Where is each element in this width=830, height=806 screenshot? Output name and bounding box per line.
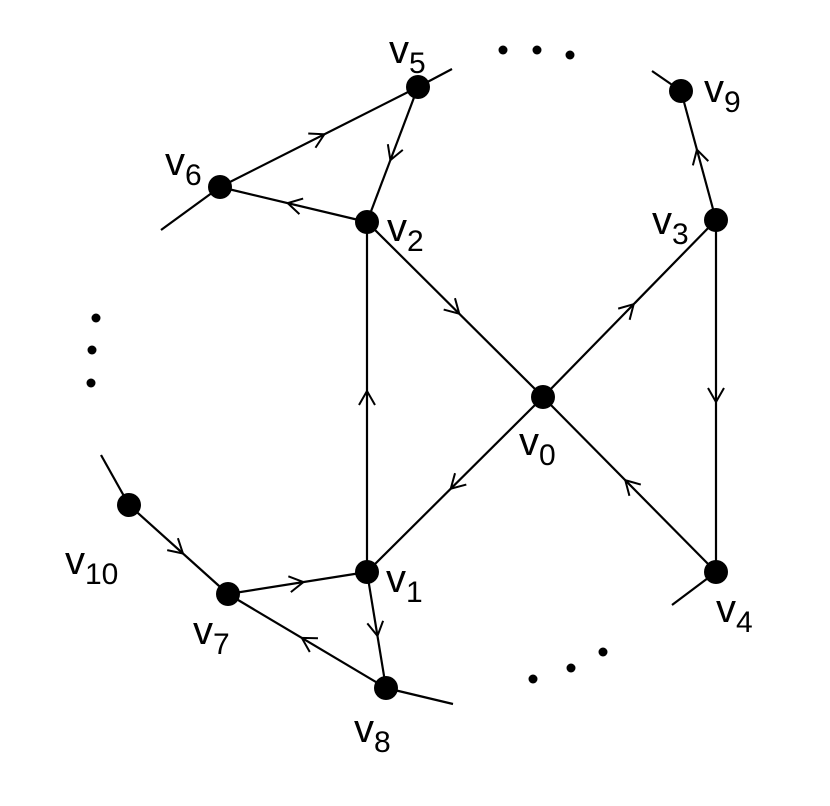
ellipsis-dots xyxy=(86,45,608,684)
vertex-label-v2: v2 xyxy=(387,206,424,258)
arrow-v0-v1 xyxy=(449,472,467,491)
arrow-v10-v7 xyxy=(166,537,185,555)
edge-v0-v1 xyxy=(366,396,544,573)
label-letter: v xyxy=(165,140,185,184)
label-subscript: 0 xyxy=(539,439,556,472)
label-letter: v xyxy=(519,420,539,464)
edge-v2-v6 xyxy=(219,185,368,224)
arrow-v1-v2 xyxy=(358,388,376,406)
vertex-label-v9: v9 xyxy=(704,67,741,119)
edge-v0-v3 xyxy=(542,219,717,398)
vertex-label-v4: v4 xyxy=(716,587,753,639)
label-letter: v xyxy=(389,28,409,72)
ellipsis-dot xyxy=(566,663,576,673)
arrow-v4-v0 xyxy=(623,478,642,497)
label-subscript: 4 xyxy=(736,606,753,639)
arrow-v3-v4 xyxy=(707,387,725,405)
arrow-v2-v6 xyxy=(285,197,304,215)
edge-v1-v8 xyxy=(365,571,388,689)
ellipsis-dot xyxy=(86,378,96,388)
vertex-v2 xyxy=(355,210,379,234)
edge-v2-v0 xyxy=(366,221,544,398)
ellipsis-dot xyxy=(532,45,542,55)
vertex-v8 xyxy=(374,676,398,700)
ellipsis-bottom xyxy=(528,647,608,684)
label-subscript: 9 xyxy=(724,86,741,119)
arrow-v0-v3 xyxy=(617,302,636,321)
arrow-v8-v7 xyxy=(300,636,318,653)
edge-stub xyxy=(160,186,221,231)
label-subscript: 7 xyxy=(213,628,230,661)
edge-v8-v7 xyxy=(227,593,387,689)
ellipsis-left xyxy=(86,313,101,388)
label-letter: v xyxy=(354,707,374,751)
vertex-label-v8: v8 xyxy=(354,707,391,759)
label-subscript: 3 xyxy=(672,218,689,251)
label-letter: v xyxy=(652,199,672,243)
label-subscript: 10 xyxy=(85,558,118,591)
label-letter: v xyxy=(386,557,406,601)
ellipsis-dot xyxy=(91,313,101,323)
label-letter: v xyxy=(704,67,724,111)
vertex-label-v1: v1 xyxy=(386,557,423,609)
label-subscript: 5 xyxy=(409,47,426,80)
label-letter: v xyxy=(387,206,407,250)
vertex-v5 xyxy=(406,75,430,99)
arrow-v3-v9 xyxy=(691,147,710,166)
edge-v7-v1 xyxy=(227,570,368,596)
vertex-v3 xyxy=(704,208,728,232)
edge-v5-v2 xyxy=(365,86,420,223)
vertex-v0 xyxy=(531,385,555,409)
ellipsis-top xyxy=(498,45,575,60)
arrow-v6-v5 xyxy=(308,132,327,149)
vertex-v6 xyxy=(208,175,232,199)
ellipsis-dot xyxy=(528,674,538,684)
label-letter: v xyxy=(193,609,213,653)
arrow-v2-v0 xyxy=(443,297,461,316)
vertex-v7 xyxy=(216,582,240,606)
edge-v3-v9 xyxy=(679,90,718,221)
label-subscript: 6 xyxy=(185,159,202,192)
label-subscript: 2 xyxy=(407,225,424,258)
ellipsis-dot xyxy=(87,345,97,355)
arrow-v5-v2 xyxy=(386,144,404,162)
edges-layer xyxy=(128,86,725,689)
arrow-v7-v1 xyxy=(287,575,306,593)
vertices-layer xyxy=(117,75,728,700)
edge-v10-v7 xyxy=(128,504,229,595)
vertex-label-v5: v5 xyxy=(389,28,426,80)
vertex-v9 xyxy=(669,79,693,103)
vertex-v1 xyxy=(355,560,379,584)
ellipsis-dot xyxy=(598,647,608,657)
vertex-label-v7: v7 xyxy=(193,609,230,661)
vertex-label-v3: v3 xyxy=(652,199,689,251)
label-subscript: 8 xyxy=(374,726,391,759)
arrow-v1-v8 xyxy=(366,620,385,638)
label-letter: v xyxy=(65,539,85,583)
vertex-label-v6: v6 xyxy=(165,140,202,192)
ellipsis-dot xyxy=(498,45,508,55)
ellipsis-dot xyxy=(565,50,575,60)
vertex-label-v0: v0 xyxy=(519,420,556,472)
vertex-v10 xyxy=(117,493,141,517)
label-subscript: 1 xyxy=(406,576,423,609)
label-letter: v xyxy=(716,587,736,631)
vertex-label-v10: v10 xyxy=(65,539,118,591)
edge-v6-v5 xyxy=(219,86,419,188)
vertex-v4 xyxy=(704,560,728,584)
edge-v4-v0 xyxy=(542,396,717,573)
